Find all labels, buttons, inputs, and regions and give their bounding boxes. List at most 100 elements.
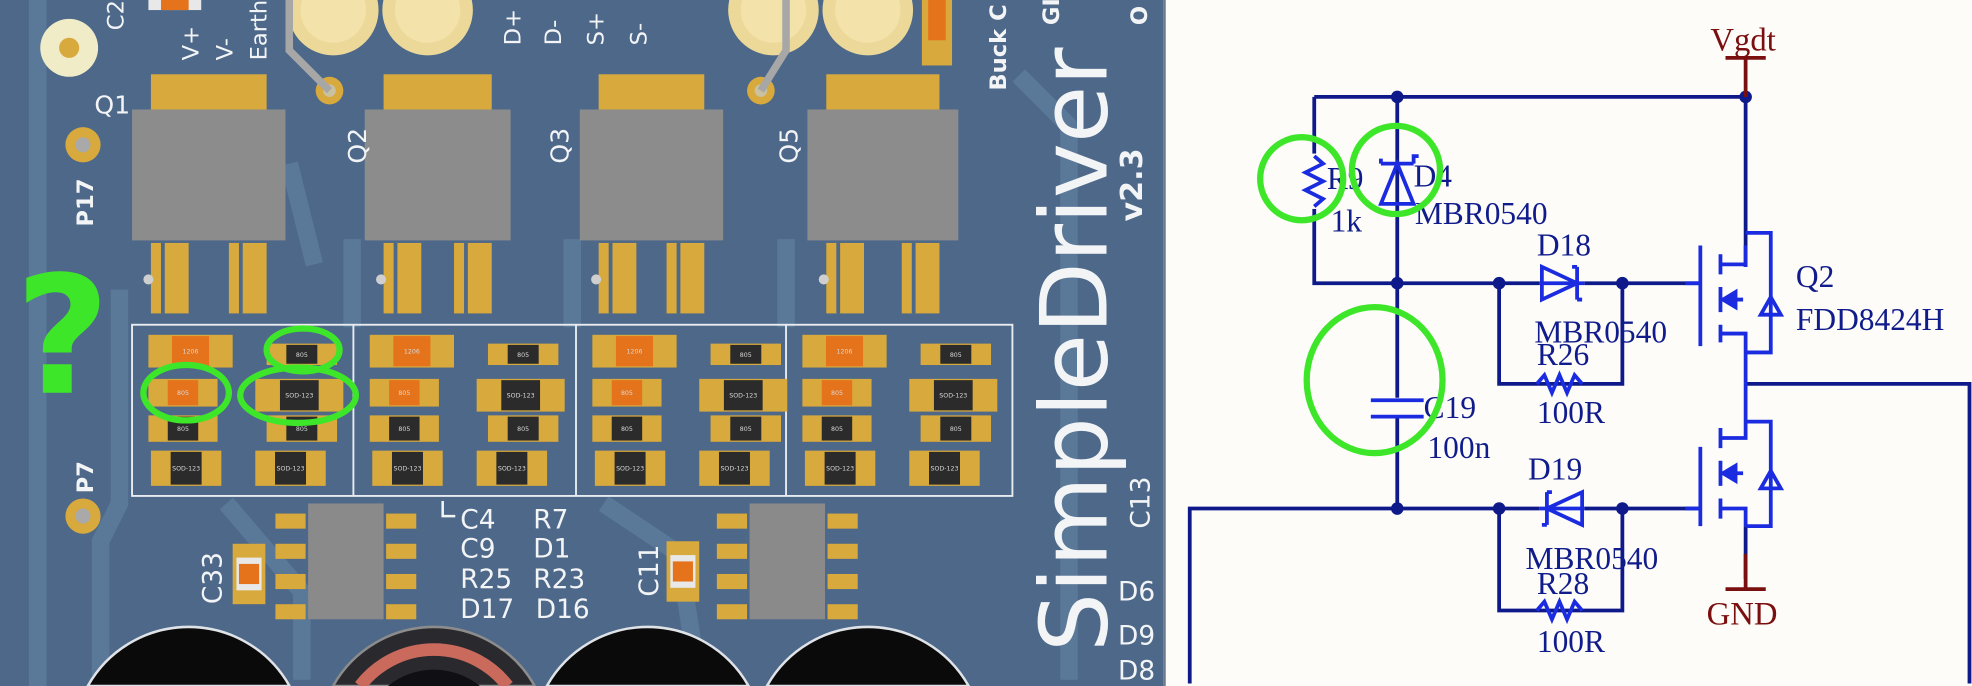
ic-pad	[827, 513, 858, 529]
diode-sod123-marking: SOD-123	[616, 466, 644, 473]
inductor	[765, 625, 971, 686]
ic-pad	[386, 543, 417, 559]
diode-805-marking: 805	[517, 426, 529, 433]
ic-pad	[275, 513, 306, 529]
pad-gap	[608, 242, 613, 314]
mosfet-tab-pad	[150, 74, 267, 113]
schematic-sheet	[1165, 0, 1972, 686]
label-buck: Buck C	[986, 4, 1012, 90]
diode-d18-symbol	[1539, 263, 1585, 303]
label-r25: R25	[460, 564, 512, 595]
capacitor-c19-symbol	[1370, 398, 1424, 419]
pad-gap	[836, 242, 841, 314]
q2-ref: Q2	[1796, 259, 1834, 294]
diode-805	[389, 416, 420, 441]
diode-sod123	[929, 451, 960, 485]
resistor-805-marking: 805	[398, 390, 410, 397]
net-vgdt: Vgdt	[1710, 22, 1775, 58]
ic-pad	[827, 604, 858, 620]
label-q2: Q2	[343, 128, 372, 164]
r28-ref: R28	[1537, 566, 1589, 601]
ic-pad	[716, 543, 748, 559]
r28-value: 100R	[1537, 624, 1605, 659]
label-c4: C4	[460, 505, 495, 536]
diode-805-marking: 805	[296, 426, 308, 433]
label-d6: D6	[1118, 576, 1155, 607]
diode-805-marking: 805	[398, 426, 410, 433]
wire-lead	[757, 0, 790, 93]
r26-value: 100R	[1537, 395, 1605, 430]
junction-dots	[1390, 90, 1752, 515]
r9-value: 1k	[1331, 204, 1363, 239]
diode-sod123	[501, 380, 541, 411]
d19-ref: D19	[1528, 452, 1582, 487]
diode-sod123	[933, 380, 973, 411]
inductors	[86, 625, 971, 686]
diode-805	[940, 344, 972, 364]
diode-sod123-marking: SOD-123	[277, 466, 305, 473]
highlight-circles-schematic	[1257, 122, 1446, 457]
label-s-plus: S+	[584, 12, 610, 45]
board-version: v2.3	[1115, 148, 1150, 221]
diode-d19-symbol	[1539, 489, 1585, 528]
d4-value: MBR0540	[1415, 196, 1548, 231]
terminal-connector-left	[288, 0, 473, 56]
pad-gap	[911, 242, 916, 314]
resistor-r9-symbol	[1301, 154, 1328, 208]
mosfet-lead-pad	[826, 242, 865, 314]
wire-lead	[285, 0, 333, 94]
mosfet-lead-pad	[598, 242, 637, 314]
resistor-805	[611, 380, 643, 406]
ic-pad	[275, 604, 306, 620]
diode-sod123	[824, 451, 856, 485]
resistor-805	[167, 380, 199, 406]
capacitor-c11	[672, 561, 693, 582]
power-port-vgdt	[1725, 56, 1766, 97]
label-c13: C13	[1126, 477, 1157, 529]
label-q1: Q1	[94, 90, 130, 119]
label-c9: C9	[460, 534, 495, 565]
via	[143, 274, 154, 285]
label-c2: C2	[103, 0, 129, 30]
capacitor-1206-marking: 1206	[626, 349, 642, 356]
diode-sod123-marking: SOD-123	[729, 393, 757, 400]
d18-value: MBR0540	[1534, 314, 1667, 349]
label-q3: Q3	[545, 128, 574, 164]
capacitor-1206	[393, 336, 431, 367]
diode-805-marking: 805	[950, 426, 962, 433]
diode-sod123-marking: SOD-123	[720, 466, 748, 473]
resistor-805	[389, 380, 420, 406]
diode-sod123	[496, 451, 528, 485]
resistor-805	[821, 380, 853, 406]
label-d16: D16	[536, 594, 590, 625]
mosfet-tab-pad	[826, 74, 940, 113]
label-p7: P7	[73, 461, 99, 493]
mosfet-body	[807, 109, 959, 241]
net-gnd: GND	[1707, 596, 1778, 632]
highlight-d4	[1348, 122, 1444, 218]
label-d17: D17	[460, 594, 514, 625]
resistor-805-marking: 805	[831, 390, 843, 397]
mosfet-body	[132, 109, 286, 241]
d19-value: MBR0540	[1526, 541, 1659, 576]
r26-ref: R26	[1537, 337, 1589, 372]
capacitor-c33	[238, 563, 260, 585]
mosfet-lead-pad	[666, 242, 705, 314]
ic-pad	[275, 543, 306, 559]
gate-driver-ic	[308, 503, 384, 620]
label-earth: Earth	[247, 0, 273, 60]
capacitor-1206-marking: 1206	[837, 349, 853, 356]
diode-sod123	[723, 380, 763, 411]
label-q5: Q5	[774, 128, 803, 164]
diode-sod123-marking: SOD-123	[930, 466, 958, 473]
mosfet-body	[579, 109, 724, 241]
diode-805-marking: 805	[517, 352, 529, 359]
label-d-minus: D-	[541, 20, 567, 46]
label-c33: C33	[197, 552, 228, 604]
mosfet-q2-high	[1685, 230, 1785, 355]
schematic: Vgdt GND R9 1k D4 MBR0540 D18 MBR0540 R2…	[1165, 0, 1972, 686]
mounting-hole-center	[59, 37, 80, 58]
diode-805-marking: 805	[177, 426, 189, 433]
mosfet-lead-pad	[901, 242, 940, 314]
